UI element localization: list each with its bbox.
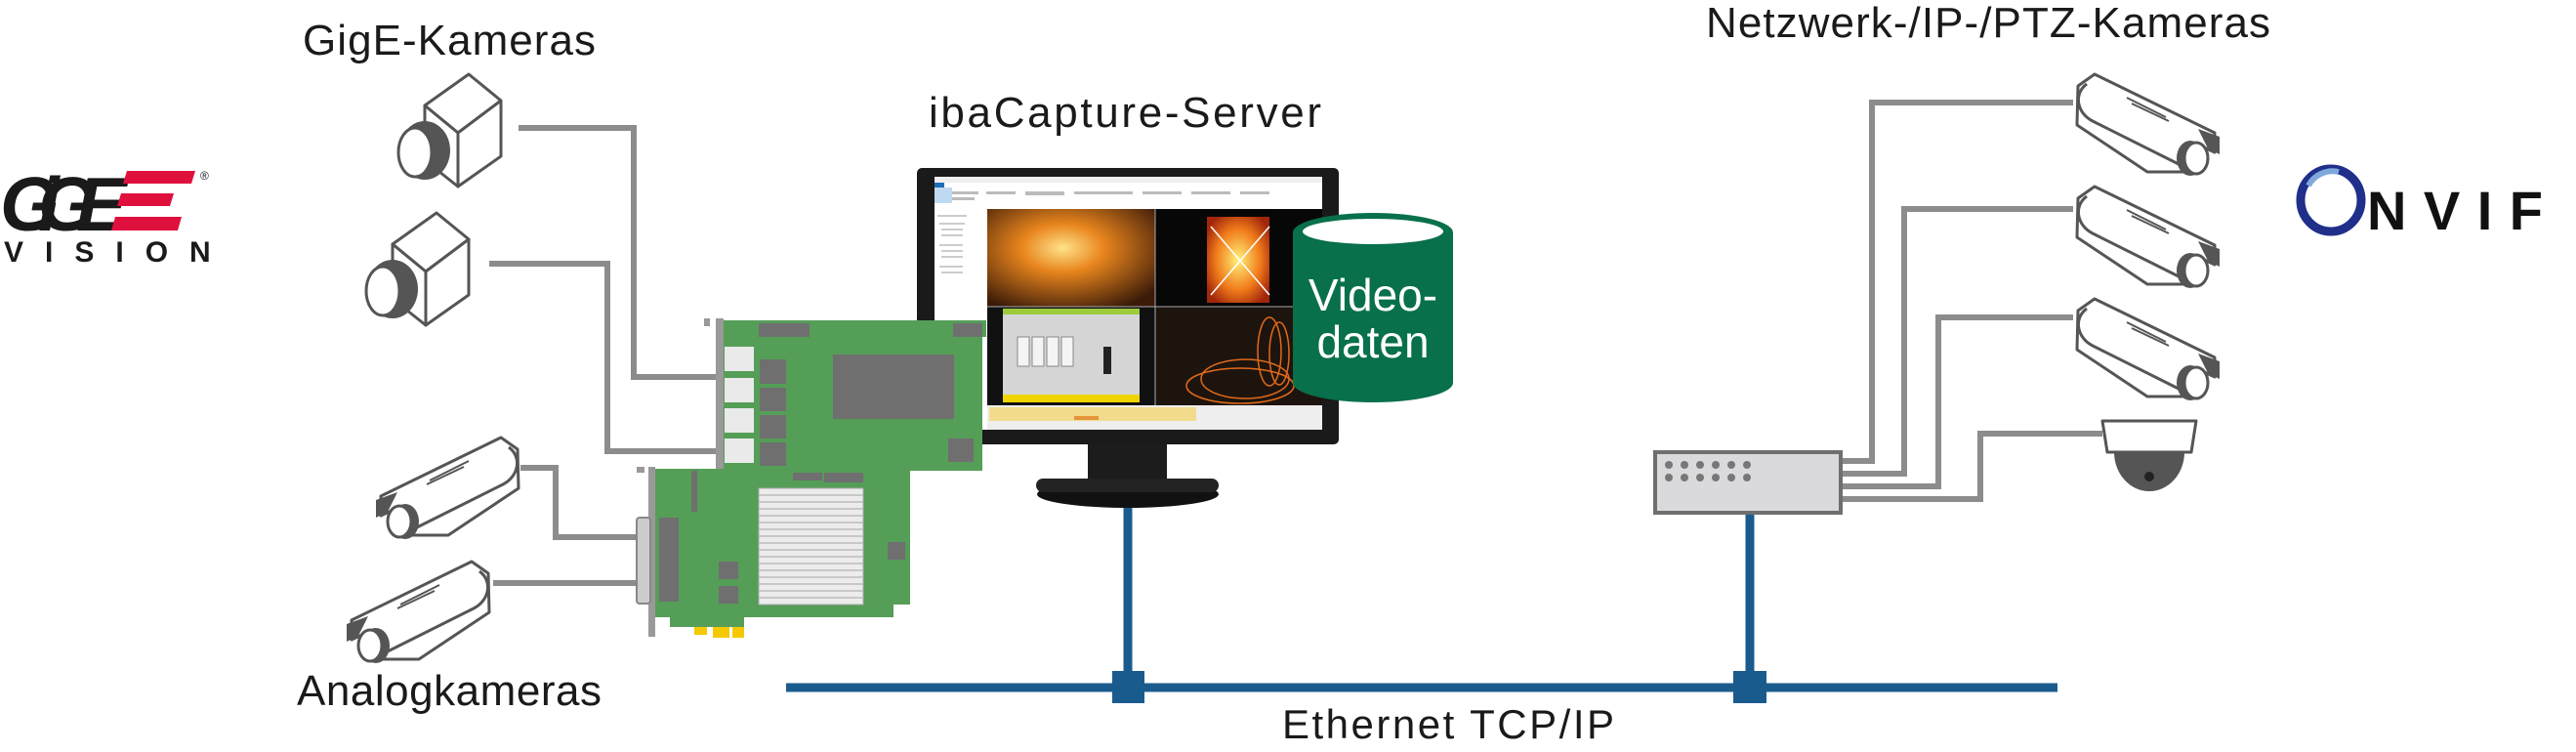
video-feed-furnace — [987, 209, 1155, 307]
ip-camera-icon — [2075, 72, 2222, 178]
analog-cameras-label: Analogkameras — [297, 667, 602, 715]
network-cameras-label: Netzwerk-/IP-/PTZ-Kameras — [1706, 0, 2270, 47]
gige-camera-icon — [364, 211, 471, 327]
database-label-line2: daten — [1316, 316, 1429, 367]
junction-server — [1112, 671, 1144, 703]
gige-logo-word: GiGE — [0, 161, 129, 247]
gige-cameras-label: GigE-Kameras — [303, 17, 596, 64]
analog-frame-grabber-card — [636, 467, 910, 638]
ethernet-bus — [786, 506, 2057, 703]
onvif-logo: NVIF — [2296, 164, 2543, 241]
camera-cables — [489, 100, 2102, 586]
network-switch — [1653, 450, 1843, 515]
server-label: ibaCapture-Server — [929, 89, 1321, 137]
ip-camera-icon — [2075, 297, 2222, 402]
analog-camera-icon — [374, 436, 520, 541]
gige-camera-icon — [396, 72, 503, 188]
ip-camera-icon — [2075, 185, 2222, 290]
gige-vision-logo: GiGE ® VISION — [0, 161, 232, 269]
gige-frame-grabber-card — [704, 318, 986, 471]
registered-mark: ® — [200, 169, 209, 183]
ethernet-label: Ethernet TCP/IP — [1282, 701, 1614, 747]
analog-camera-icon — [345, 560, 491, 665]
server-monitor — [917, 168, 1339, 508]
database-label-line1: Video- — [1309, 270, 1437, 320]
video-database: Video- daten — [1293, 213, 1453, 402]
gige-logo-vision: VISION — [4, 236, 232, 269]
dsub-connector — [636, 517, 651, 605]
ptz-dome-camera-icon — [2100, 419, 2198, 491]
junction-switch — [1733, 671, 1766, 703]
onvif-logo-text: NVIF — [2367, 180, 2543, 241]
